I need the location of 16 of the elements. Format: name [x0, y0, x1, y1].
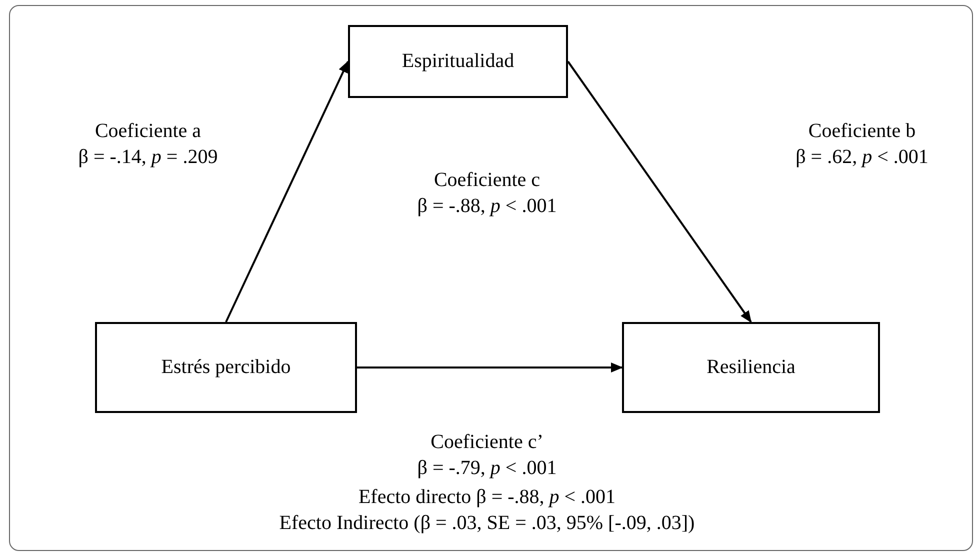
effect-note: Efecto directo β = -.88, p < .001: [358, 485, 616, 509]
coefficient-value: β = -.14, p = .209: [78, 145, 218, 169]
coefficient-value: β = -.79, p < .001: [417, 456, 557, 480]
effect-note: Efecto Indirecto (β = .03, SE = .03, 95% [-.09, .03]): [279, 511, 695, 535]
coefficient-label: Coeficiente c’: [430, 430, 544, 454]
coefficient-value: β = .62, p < .001: [796, 145, 928, 169]
arrow: [225, 60, 349, 322]
coefficient-label: Coeficiente c: [434, 168, 540, 192]
coefficient-label: Coeficiente a: [94, 119, 202, 143]
arrow: [357, 362, 623, 372]
arrow: [567, 60, 752, 323]
coefficient-label: Coeficiente b: [808, 119, 916, 143]
coefficient-value: β = -.88, p < .001: [417, 194, 557, 218]
mediator-box: Espiritualidad: [348, 25, 568, 98]
outcome-box: Resiliencia: [622, 322, 880, 413]
predictor-box: Estrés percibido: [95, 322, 357, 413]
